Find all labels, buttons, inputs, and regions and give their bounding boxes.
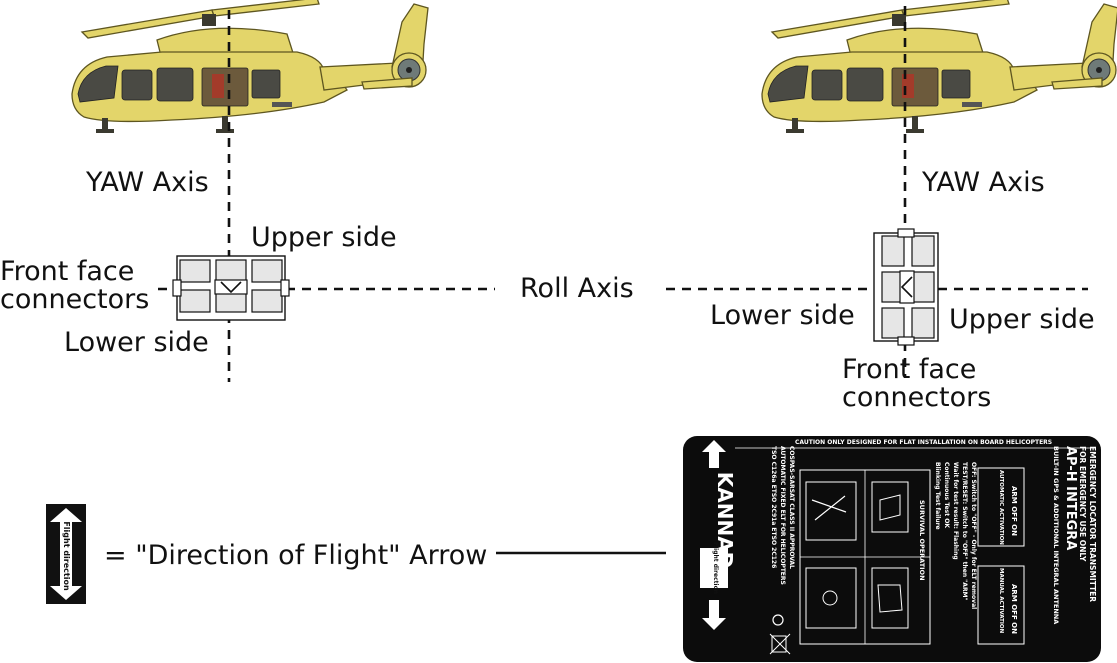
plate-instruction-3: Wait for test result: Flashing: [952, 462, 959, 560]
front-face-right-label-line2: connectors: [842, 382, 991, 413]
upper-side-left-label: Upper side: [251, 222, 397, 253]
upper-side-right-label: Upper side: [949, 304, 1095, 335]
helicopter-right-image: [761, 0, 1117, 134]
plate-manual-activation-box: [977, 565, 1025, 645]
roll-axis-label: Roll Axis: [520, 273, 634, 304]
legend-arrow-text: Flight direction: [62, 521, 71, 591]
plate-instruction-4: Continuous Test OK: [943, 462, 950, 528]
plate-title-line1: EMERGENCY LOCATOR TRANSMITTER: [1088, 446, 1097, 602]
plate-survival-operation: SURVIVAL OPERATION: [918, 500, 926, 581]
lower-side-left-label: Lower side: [64, 327, 209, 358]
plate-flight-arrow-top-icon: [702, 440, 726, 468]
plate-flight-arrow-bottom-icon: [702, 600, 726, 630]
front-face-right-label-line1: Front face: [842, 354, 976, 385]
front-face-left-label-line2: connectors: [0, 284, 149, 315]
plate-product: AP-H INTEGRA: [1063, 446, 1078, 550]
plate-approval-line3: TSO C126a ETSO 2C91a ETSO 2C126: [770, 446, 777, 568]
plate-flight-direction: Flight direction: [712, 542, 719, 594]
plate-title-line3: BUILT-IN GPS & ADDITIONAL INTEGRAL ANTEN…: [1052, 446, 1060, 624]
yaw-axis-right-label: YAW Axis: [921, 167, 1045, 198]
front-face-left-label-line1: Front face: [0, 256, 134, 287]
plate-instruction-1: OFF: Switch to "OFF" - Only for ELT remo…: [970, 462, 977, 609]
elt-box-vertical-mount: [873, 228, 939, 346]
plate-approval-line2: AUTOMATIC FIXED ELT FOR HELICOPTERS: [779, 446, 786, 585]
plate-instruction-5: Blinking Test failure: [934, 462, 941, 530]
helicopter-left-image: [71, 0, 429, 134]
legend-text: = "Direction of Flight" Arrow: [104, 540, 487, 571]
plate-approval-line1: COSPAS-SARSAT CLASS II APPROVAL: [788, 446, 795, 569]
plate-automatic-activation: AUTOMATIC ACTIVATION: [998, 470, 1004, 545]
yaw-axis-left-label: YAW Axis: [85, 167, 209, 198]
flight-direction-arrow-icon: Flight direction: [46, 504, 86, 604]
plate-step-2-icon: [871, 567, 909, 629]
plate-switch-states-manual: ARM OFF ON: [1010, 584, 1018, 634]
elt-box-flat-mount: [172, 255, 290, 321]
plate-instruction-2: TEST/RESET: Switch to "OFF" then "ARM": [961, 462, 968, 601]
plate-manual-activation: MANUAL ACTIVATION: [998, 568, 1004, 634]
elt-label-plate: KANNAD Flight direction EMERGENCY LOCATO…: [683, 436, 1101, 662]
plate-switch-states-auto: ARM OFF ON: [1010, 486, 1018, 536]
plate-weee-bin-icon: [769, 633, 791, 655]
plate-step-4-icon: [805, 567, 857, 629]
plate-step-3-icon: [805, 481, 857, 541]
plate-caution: CAUTION ONLY DESIGNED FOR FLAT INSTALLAT…: [795, 439, 1052, 446]
plate-automatic-activation-box: [977, 467, 1025, 547]
lower-side-right-label: Lower side: [710, 300, 855, 331]
plate-step-1-icon: [871, 481, 909, 533]
plate-title-line2: FOR EMERGENCY USE ONLY: [1078, 446, 1087, 562]
plate-ce-mark-icon: [772, 614, 784, 626]
